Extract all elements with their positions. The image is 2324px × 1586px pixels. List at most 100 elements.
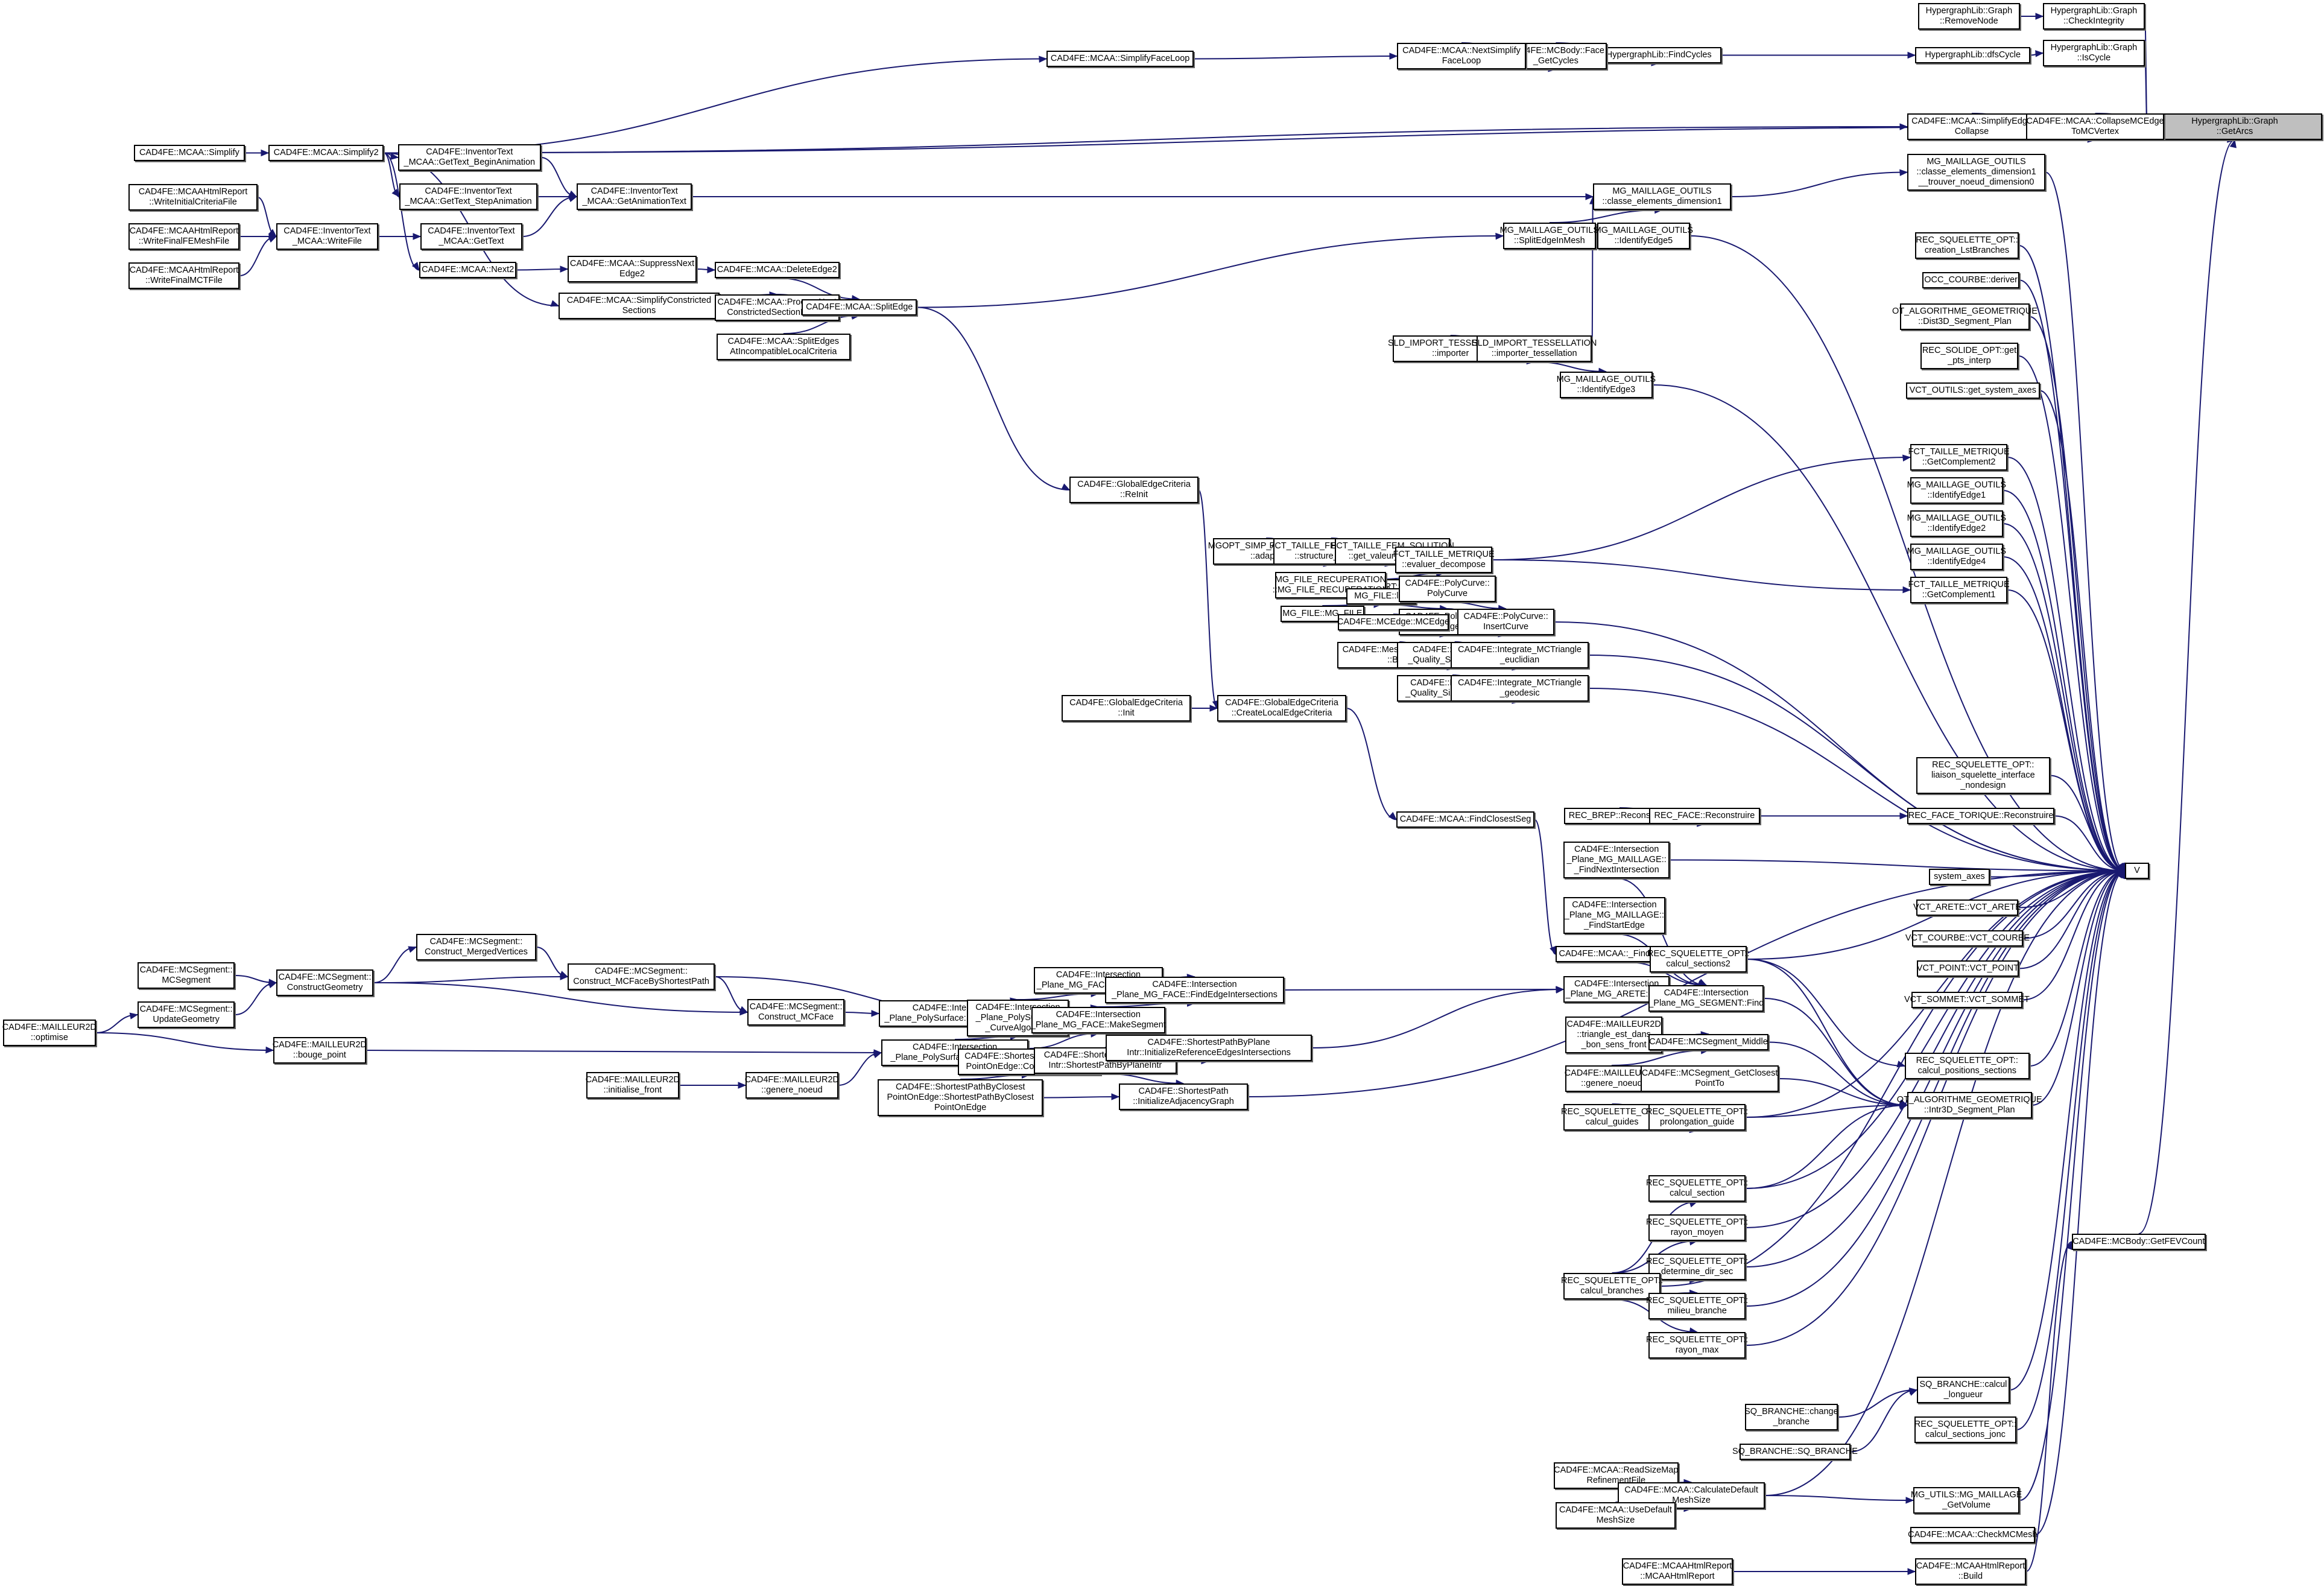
node-m2d-genere-noeud[interactable]: CAD4FE::MAILLEUR2D ::genere_noeud — [745, 1072, 839, 1099]
node-sq-calcul-longueur[interactable]: SQ_BRANCHE::calcul _longueur — [1917, 1377, 2010, 1403]
node-calcul-guides[interactable]: REC_SQUELETTE_OPT:: calcul_guides — [1561, 1104, 1663, 1131]
node-suppressnextedge2[interactable]: CAD4FE::MCAA::SuppressNext Edge2 — [568, 256, 697, 282]
node-calcul-sections2[interactable]: REC_SQUELETTE_OPT:: calcul_sections2 — [1647, 946, 1749, 972]
node-identifyedge3[interactable]: MG_MAILLAGE_OUTILS ::IdentifyEdge3 — [1557, 372, 1656, 398]
node-liaison-squelette[interactable]: REC_SQUELETTE_OPT:: liaison_squelette_in… — [1916, 757, 2050, 794]
node-m2d-bouge-point[interactable]: CAD4FE::MAILLEUR2D ::bouge_point — [273, 1037, 367, 1064]
node-sppi-initref[interactable]: CAD4FE::ShortestPathByPlane Intr::Initia… — [1106, 1035, 1312, 1061]
node-calcul-branches[interactable]: REC_SQUELETTE_OPT:: calcul_branches — [1561, 1273, 1663, 1299]
node-writeinitial[interactable]: CAD4FE::MCAAHtmlReport ::WriteInitialCri… — [128, 184, 258, 211]
node-intr3d[interactable]: OT_ALGORITHME_GEOMETRIQUE ::Intr3D_Segme… — [1897, 1092, 2042, 1118]
node-ms-mcface[interactable]: CAD4FE::MCSegment:: Construct_MCFace — [747, 999, 845, 1026]
node-creation-lstbranches[interactable]: REC_SQUELETTE_OPT:: creation_LstBranches — [1915, 232, 2019, 259]
node-rayon-moyen[interactable]: REC_SQUELETTE_OPT:: rayon_moyen — [1646, 1214, 1748, 1241]
node-checkmcmesh[interactable]: CAD4FE::MCAA::CheckMCMesh — [1908, 1527, 2037, 1543]
node-classe-dim1[interactable]: MG_MAILLAGE_OUTILS ::classe_elements_dim… — [1593, 183, 1732, 210]
node-v[interactable]: V — [2125, 863, 2149, 879]
node-gettext-step[interactable]: CAD4FE::InventorText _MCAA::GetText_Step… — [399, 183, 538, 210]
node-removenode[interactable]: HypergraphLib::Graph ::RemoveNode — [1918, 3, 2020, 30]
node-rayon-max[interactable]: REC_SQUELETTE_OPT:: rayon_max — [1646, 1332, 1748, 1359]
node-findcycles[interactable]: HypergraphLib::FindCycles — [1597, 47, 1721, 63]
node-getfevcount[interactable]: CAD4FE::MCBody::GetFEVCount — [2072, 1234, 2206, 1250]
node-determine-dir-sec[interactable]: REC_SQUELETTE_OPT:: determine_dir_sec — [1646, 1254, 1748, 1280]
node-gettext[interactable]: CAD4FE::InventorText _MCAA::GetText — [420, 223, 522, 250]
node-ms-mcsegment[interactable]: CAD4FE::MCSegment:: MCSegment — [138, 962, 235, 989]
node-polycurve-polycurve[interactable]: CAD4FE::PolyCurve:: PolyCurve — [1399, 576, 1496, 602]
node-getcomplement1[interactable]: FCT_TAILLE_METRIQUE ::GetComplement1 — [1908, 577, 2010, 603]
node-writefinalfe[interactable]: CAD4FE::MCAAHtmlReport ::WriteFinalFEMes… — [128, 223, 239, 250]
node-simplify[interactable]: CAD4FE::MCAA::Simplify — [134, 145, 245, 161]
node-m2d-initialise-front[interactable]: CAD4FE::MAILLEUR2D ::initialise_front — [586, 1072, 680, 1099]
node-segment-find[interactable]: CAD4FE::Intersection _Plane_MG_SEGMENT::… — [1648, 985, 1764, 1012]
node-integrate-geodesic[interactable]: CAD4FE::Integrate_MCTriangle _geodesic — [1451, 675, 1589, 702]
node-dfscycle[interactable]: HypergraphLib::dfsCycle — [1915, 47, 2031, 63]
node-spcpoe-ctor[interactable]: CAD4FE::ShortestPathByClosest PointOnEdg… — [878, 1079, 1043, 1116]
node-m2d-optimise[interactable]: CAD4FE::MAILLEUR2D ::optimise — [2, 1020, 97, 1046]
node-mcaahtml-ctor[interactable]: CAD4FE::MCAAHtmlReport ::MCAAHtmlReport — [1622, 1558, 1733, 1585]
node-splitedge[interactable]: CAD4FE::MCAA::SplitEdge — [802, 299, 917, 316]
node-integrate-euclidian[interactable]: CAD4FE::Integrate_MCTriangle _euclidian — [1451, 642, 1589, 668]
node-simplifyconstricted[interactable]: CAD4FE::MCAA::SimplifyConstricted Sectio… — [559, 293, 720, 319]
node-vct-sommet[interactable]: VCT_SOMMET::VCT_SOMMET — [1904, 992, 2030, 1008]
node-occ-deriver[interactable]: OCC_COURBE::deriver — [1922, 272, 2020, 288]
node-globaledge-init[interactable]: CAD4FE::GlobalEdgeCriteria ::Init — [1062, 695, 1191, 722]
node-mcaahtml-build[interactable]: CAD4FE::MCAAHtmlReport ::Build — [1915, 1558, 2026, 1585]
node-writefinalmct[interactable]: CAD4FE::MCAAHtmlReport ::WriteFinalMCTFi… — [128, 262, 239, 289]
node-identifyedge5[interactable]: MG_MAILLAGE_OUTILS ::IdentifyEdge5 — [1594, 223, 1693, 249]
node-face-makesegment[interactable]: CAD4FE::Intersection _Plane_MG_FACE::Mak… — [1031, 1007, 1166, 1033]
node-evaluer-decompose[interactable]: FCT_TAILLE_METRIQUE ::evaluer_decompose — [1393, 547, 1495, 573]
node-collapsemcedge[interactable]: CAD4FE::MCAA::CollapseMCEdge ToMCVertex — [2026, 113, 2165, 140]
node-splitedgesatincompat[interactable]: CAD4FE::MCAA::SplitEdges AtIncompatibleL… — [717, 334, 850, 360]
node-gettext-begin[interactable]: CAD4FE::InventorText _MCAA::GetText_Begi… — [398, 144, 541, 171]
node-calcul-positions-sections[interactable]: REC_SQUELETTE_OPT:: calcul_positions_sec… — [1905, 1053, 2030, 1079]
node-splitedgeinmesh[interactable]: MG_MAILLAGE_OUTILS ::SplitEdgeInMesh — [1500, 223, 1599, 249]
node-vct-point[interactable]: VCT_POINT::VCT_POINT — [1917, 960, 2019, 977]
node-sld-importer-tess[interactable]: SLD_IMPORT_TESSELLATION ::importer_tesse… — [1472, 335, 1597, 362]
node-polycurve-insertcurve[interactable]: CAD4FE::PolyCurve:: InsertCurve — [1457, 609, 1555, 635]
node-sq-branche[interactable]: SQ_BRANCHE::SQ_BRANCHE — [1732, 1444, 1858, 1460]
node-getanimationtext[interactable]: CAD4FE::InventorText _MCAA::GetAnimation… — [577, 183, 692, 210]
node-sq-change-branche[interactable]: SQ_BRANCHE::change _branche — [1744, 1404, 1838, 1430]
node-vct-courbe[interactable]: VCT_COURBE::VCT_COURBE — [1905, 930, 2030, 947]
node-identifyedge4[interactable]: MG_MAILLAGE_OUTILS ::IdentifyEdge4 — [1907, 544, 2006, 570]
node-ms-constructgeometry[interactable]: CAD4FE::MCSegment:: ConstructGeometry — [276, 969, 374, 996]
node-simplifyfaceloop[interactable]: CAD4FE::MCAA::SimplifyFaceLoop — [1046, 51, 1194, 67]
node-sp-initadjacency[interactable]: CAD4FE::ShortestPath ::InitializeAdjacen… — [1119, 1083, 1249, 1110]
node-mg-file-recup[interactable]: MG_FILE_RECUPERATION ::MG_FILE_RECUPERAT… — [1273, 572, 1388, 598]
node-createlocaledge[interactable]: CAD4FE::GlobalEdgeCriteria ::CreateLocal… — [1217, 695, 1347, 722]
node-next2[interactable]: CAD4FE::MCAA::Next2 — [419, 262, 517, 278]
node-vct-arete[interactable]: VCT_ARETE::VCT_ARETE — [1913, 899, 2021, 916]
node-mcsegment-middle[interactable]: CAD4FE::MCSegment_Middle — [1648, 1034, 1768, 1050]
node-mcedge-mcedge[interactable]: CAD4FE::MCEdge::MCEdge — [1337, 614, 1449, 630]
node-globaledge-reinit[interactable]: CAD4FE::GlobalEdgeCriteria ::ReInit — [1069, 477, 1199, 503]
node-findclosestseg[interactable]: CAD4FE::MCAA::FindClosestSeg — [1396, 811, 1535, 828]
node-face-findedgeint[interactable]: CAD4FE::Intersection _Plane_MG_FACE::Fin… — [1105, 977, 1284, 1003]
node-simplify2[interactable]: CAD4FE::MCAA::Simplify2 — [268, 145, 384, 161]
node-usedefault[interactable]: CAD4FE::MCAA::UseDefault MeshSize — [1556, 1502, 1676, 1529]
node-deleteedge2[interactable]: CAD4FE::MCAA::DeleteEdge2 — [715, 262, 840, 278]
node-calcul-section[interactable]: REC_SQUELETTE_OPT:: calcul_section — [1646, 1175, 1748, 1202]
node-ms-mcfaceshortest[interactable]: CAD4FE::MCSegment:: Construct_MCFaceBySh… — [568, 963, 715, 990]
node-checkintegrity[interactable]: HypergraphLib::Graph ::CheckIntegrity — [2043, 3, 2145, 30]
node-mcsegment-getclosest[interactable]: CAD4FE::MCSegment_GetClosest PointTo — [1641, 1065, 1779, 1092]
node-triangle-est-dans[interactable]: CAD4FE::MAILLEUR2D ::triangle_est_dans _… — [1565, 1017, 1663, 1053]
node-rec-face-torique[interactable]: REC_FACE_TORIQUE::Reconstruire — [1907, 808, 2055, 824]
node-system-axes[interactable]: system_axes — [1929, 869, 1990, 885]
node-getarcs[interactable]: HypergraphLib::Graph ::GetArcs — [2147, 113, 2322, 140]
node-get-system-axes[interactable]: VCT_OUTILS::get_system_axes — [1906, 382, 2040, 399]
node-ms-updategeometry[interactable]: CAD4FE::MCSegment:: UpdateGeometry — [138, 1001, 235, 1028]
node-mg-getvolume[interactable]: MG_UTILS::MG_MAILLAGE _GetVolume — [1911, 1487, 2022, 1514]
node-classe-dim1-trouver[interactable]: MG_MAILLAGE_OUTILS ::classe_elements_dim… — [1907, 154, 2046, 191]
node-calcul-sections-jonc[interactable]: REC_SQUELETTE_OPT:: calcul_sections_jonc — [1914, 1416, 2016, 1443]
node-prolongation-guide[interactable]: REC_SQUELETTE_OPT:: prolongation_guide — [1646, 1104, 1748, 1131]
node-get-pts-interp[interactable]: REC_SOLIDE_OPT::get _pts_interp — [1920, 343, 2018, 369]
node-nextsimplifyfaceloop[interactable]: CAD4FE::MCAA::NextSimplify FaceLoop — [1397, 43, 1527, 69]
node-rec-face[interactable]: REC_FACE::Reconstruire — [1649, 808, 1760, 824]
node-dist3d[interactable]: OT_ALGORITHME_GEOMETRIQUE ::Dist3D_Segme… — [1892, 303, 2037, 330]
node-getcomplement2[interactable]: FCT_TAILLE_METRIQUE ::GetComplement2 — [1908, 444, 2010, 471]
node-findnextintersection[interactable]: CAD4FE::Intersection _Plane_MG_MAILLAGE:… — [1563, 842, 1670, 878]
node-iscycle[interactable]: HypergraphLib::Graph ::IsCycle — [2043, 40, 2145, 66]
node-ms-mergedvertices[interactable]: CAD4FE::MCSegment:: Construct_MergedVert… — [416, 934, 536, 960]
node-writefile[interactable]: CAD4FE::InventorText _MCAA::WriteFile — [276, 223, 378, 250]
node-findstartedge[interactable]: CAD4FE::Intersection _Plane_MG_MAILLAGE:… — [1563, 897, 1665, 934]
